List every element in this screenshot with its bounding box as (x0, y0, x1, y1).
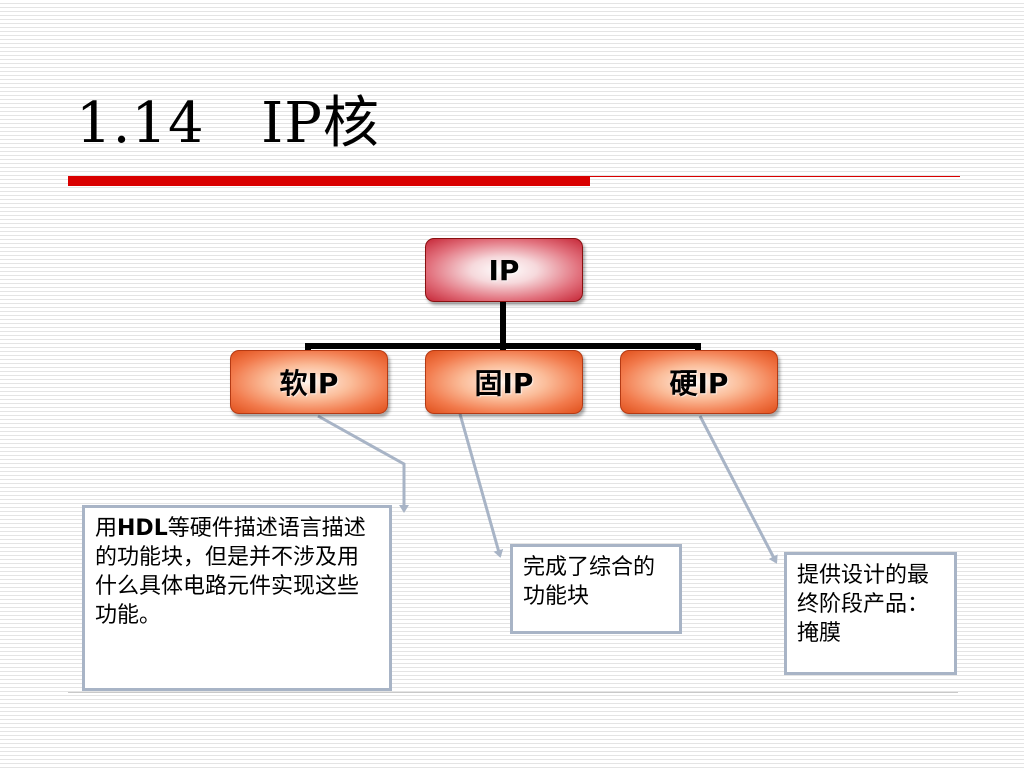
note-hard-ip: 提供设计的最终阶段产品：掩膜 (784, 552, 957, 675)
slide-title: 1.14 IP核 (76, 91, 380, 156)
callout-soft (317, 414, 409, 513)
note-soft-prefix: 用 (95, 516, 118, 541)
callout-hard (698, 415, 778, 564)
tree-connectors (305, 300, 701, 352)
node-hard-ip: 硬IP (620, 350, 778, 414)
callout-firm (458, 413, 504, 558)
note-soft-ip: 用HDL等硬件描述语言描述的功能块，但是并不涉及用什么具体电路元件实现这些功能。 (82, 505, 392, 691)
node-ip-root: IP (425, 238, 583, 302)
note-soft-hdl: HDL (117, 516, 168, 541)
note-firm-ip: 完成了综合的功能块 (510, 544, 682, 634)
node-firm-ip: 固IP (425, 350, 583, 414)
note-soft-text: 等硬件描述语言描述的功能块，但是并不涉及用什么具体电路元件实现这些功能。 (95, 516, 366, 628)
footer-divider (68, 692, 958, 693)
node-soft-ip: 软IP (230, 350, 388, 414)
title-underline-thin (590, 176, 960, 177)
title-underline-thick (68, 176, 590, 186)
